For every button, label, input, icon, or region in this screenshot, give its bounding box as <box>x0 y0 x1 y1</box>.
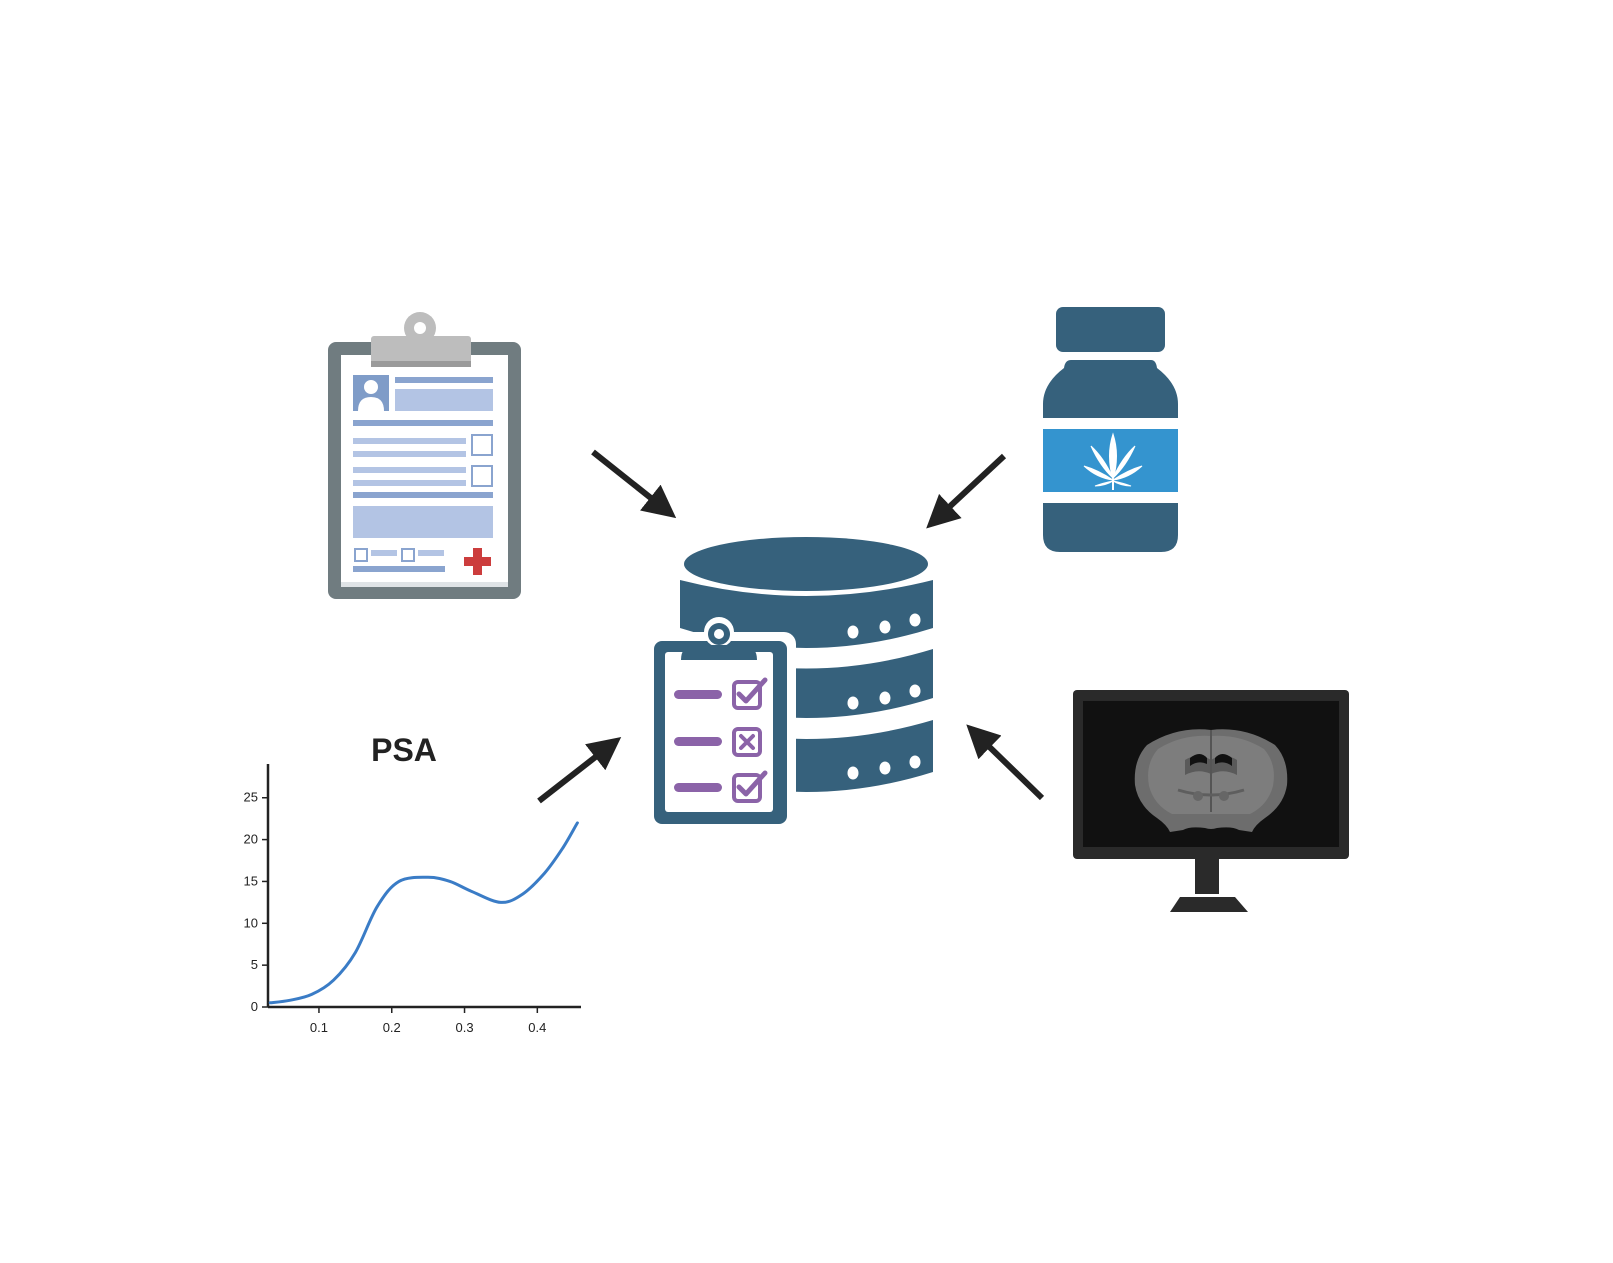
arrow-monitor-to-database <box>966 724 1045 801</box>
x-tick-label: 0.4 <box>528 1020 546 1035</box>
y-tick-label: 15 <box>244 873 258 888</box>
arrow-record-to-database <box>591 449 677 519</box>
x-tick-label: 0.3 <box>455 1020 473 1035</box>
y-tick-label: 0 <box>251 999 258 1014</box>
medical-record-clipboard-icon <box>328 312 521 599</box>
arrow-chart-to-database <box>537 736 622 804</box>
cannabis-medicine-bottle-icon <box>1043 307 1178 552</box>
psa-series-line <box>268 821 579 1005</box>
arrow-bottle-to-database <box>926 453 1007 529</box>
chart-title: PSA <box>371 732 437 768</box>
x-tick-label: 0.2 <box>383 1020 401 1035</box>
brain-scan-image <box>1134 729 1288 832</box>
cannabis-leaf-icon <box>1083 432 1143 490</box>
checklist-clipboard-icon <box>646 617 796 827</box>
y-tick-label: 25 <box>244 790 258 805</box>
y-tick-label: 20 <box>244 832 258 847</box>
arrows <box>537 449 1045 804</box>
y-tick-label: 10 <box>244 915 258 930</box>
x-tick-label: 0.1 <box>310 1020 328 1035</box>
database-with-checklist-icon <box>646 537 933 827</box>
psa-line-chart: PSA 0 5 10 15 20 25 0.1 0.2 0.3 0.4 <box>244 732 581 1035</box>
y-tick-label: 5 <box>251 957 258 972</box>
brain-scan-monitor-icon <box>1073 690 1349 912</box>
